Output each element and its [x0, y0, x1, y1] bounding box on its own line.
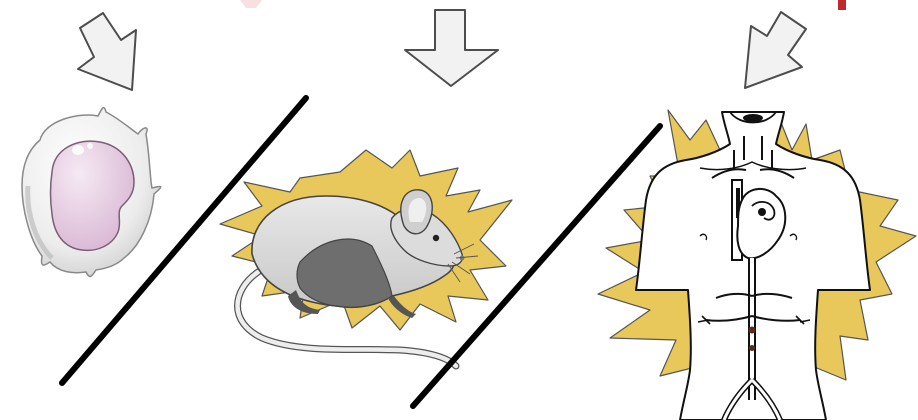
- arrow-cell: [78, 13, 136, 90]
- down-arrow-icon: [405, 10, 498, 86]
- top-accent-marks: [240, 0, 846, 10]
- cell-icon: [22, 108, 161, 277]
- arrow-human: [745, 12, 806, 88]
- diagonal-down-right-arrow-icon: [78, 13, 136, 90]
- arrow-mouse: [405, 10, 498, 86]
- diagonal-down-left-arrow-icon: [745, 12, 806, 88]
